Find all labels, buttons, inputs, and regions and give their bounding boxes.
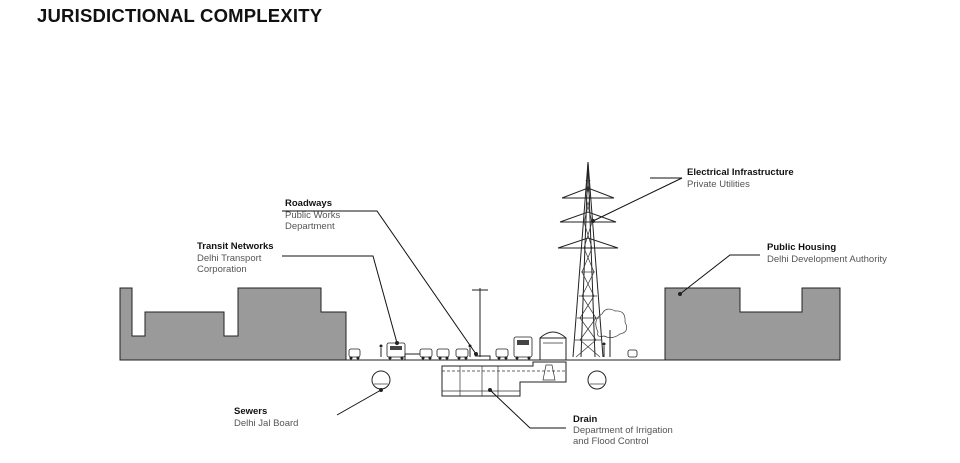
sewer-pipes: [371, 370, 607, 390]
label-heading: Sewers: [234, 406, 267, 417]
transmission-tower: [557, 161, 619, 358]
leader-lines: [282, 177, 760, 429]
label-public-housing: Public Housing Delhi Development Authori…: [767, 242, 887, 265]
label-drain: Drain Department of Irrigation and Flood…: [573, 414, 673, 447]
label-line: Delhi Transport: [197, 253, 262, 264]
left-building-block: [119, 287, 347, 361]
label-roadways: Roadways Public Works Department: [285, 198, 341, 232]
public-housing-building: [664, 287, 841, 361]
label-sewers: Sewers Delhi Jal Board: [234, 406, 298, 429]
label-line: Department: [285, 221, 335, 232]
label-line: and Flood Control: [573, 436, 649, 447]
label-line: Delhi Jal Board: [234, 418, 298, 429]
label-heading: Drain: [573, 414, 597, 425]
label-line: Public Works: [285, 210, 341, 221]
label-line: Private Utilities: [687, 179, 750, 190]
label-electrical-infrastructure: Electrical Infrastructure Private Utilit…: [687, 167, 794, 190]
label-line: Corporation: [197, 264, 247, 275]
road-vehicles: [348, 336, 638, 360]
label-heading: Public Housing: [767, 242, 836, 253]
label-transit-networks: Transit Networks Delhi Transport Corpora…: [197, 241, 274, 275]
label-heading: Transit Networks: [197, 241, 274, 252]
label-heading: Electrical Infrastructure: [687, 167, 794, 178]
page-title: JURISDICTIONAL COMPLEXITY: [37, 5, 323, 26]
label-line: Department of Irrigation: [573, 425, 673, 436]
station-entrance: [539, 331, 567, 360]
label-heading: Roadways: [285, 198, 332, 209]
tree: [595, 308, 627, 357]
drain-structure: [441, 361, 567, 397]
label-line: Delhi Development Authority: [767, 254, 887, 265]
street-lamp: [472, 288, 488, 357]
